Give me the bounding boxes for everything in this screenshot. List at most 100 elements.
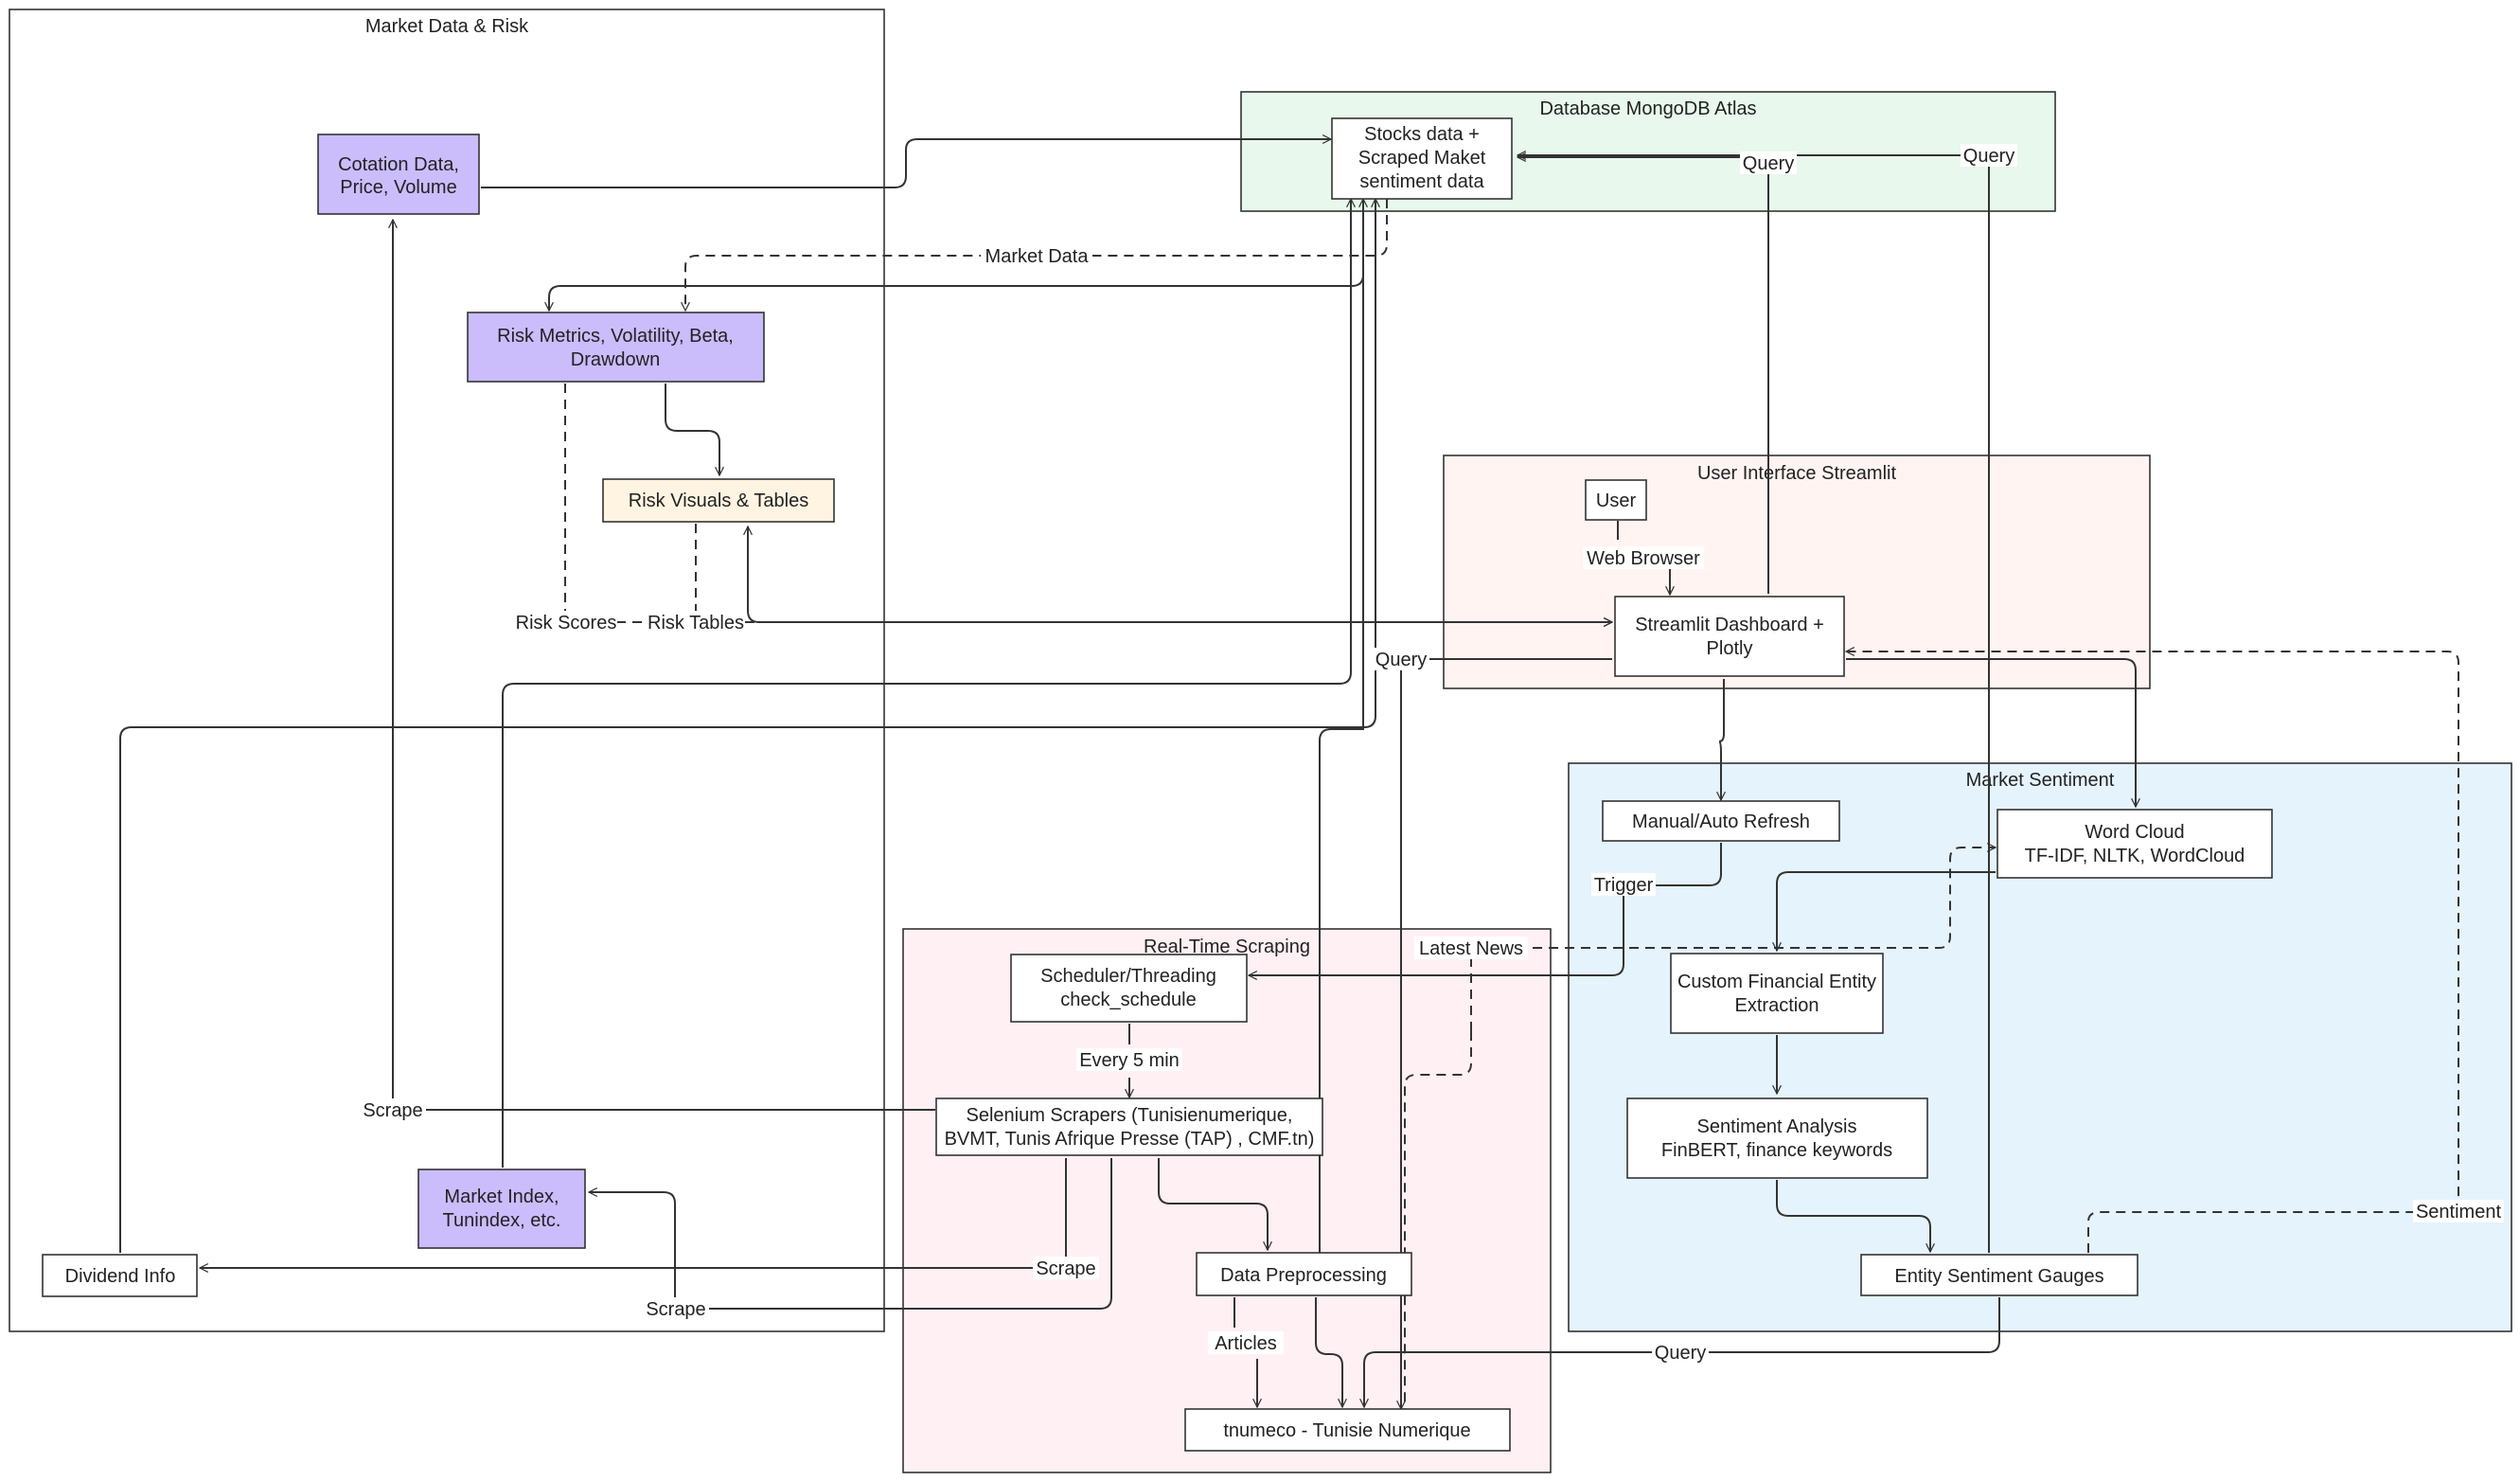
node-label-tnumeco: tnumeco - Tunisie Numerique <box>1223 1420 1470 1441</box>
edge-cotation-to-db <box>481 139 1331 188</box>
node-label-scheduler-2: check_schedule <box>1060 990 1196 1010</box>
node-label-stocks-db-1: Stocks data + <box>1364 124 1480 145</box>
svg-text:Query: Query <box>1655 1343 1706 1364</box>
edge-label-scrape-dividend: Scrape <box>1033 1257 1099 1279</box>
node-dividend-info[interactable]: Dividend Info <box>42 1254 198 1297</box>
nodes: Cotation Data, Price, Volume Risk Metric… <box>42 117 2273 1452</box>
node-label-stocks-db-3: sentiment data <box>1359 171 1484 192</box>
svg-text:Query: Query <box>1375 650 1427 670</box>
node-label-sentiment-2: FinBERT, finance keywords <box>1661 1140 1892 1161</box>
cluster-label-scraping: Real-Time Scraping <box>1144 937 1310 957</box>
edge-label-query-gauges-tnumeco: Query <box>1652 1341 1709 1364</box>
node-word-cloud[interactable]: Word Cloud TF-IDF, NLTK, WordCloud <box>1996 809 2273 879</box>
cluster-label-database: Database MongoDB Atlas <box>1539 98 1756 119</box>
edge-preprocessing-to-db <box>1319 199 1363 1253</box>
node-label-refresh: Manual/Auto Refresh <box>1632 812 1810 832</box>
svg-text:Latest News: Latest News <box>1419 938 1523 959</box>
node-label-scrapers-1: Selenium Scrapers (Tunisienumerique, <box>967 1105 1293 1126</box>
svg-text:Scrape: Scrape <box>363 1100 422 1121</box>
svg-text:Web Browser: Web Browser <box>1587 548 1700 569</box>
edge-label-query-gauges-db: Query <box>1961 144 2017 167</box>
node-label-market-index-2: Tunindex, etc. <box>443 1210 561 1231</box>
node-label-entity-2: Extraction <box>1735 995 1819 1016</box>
edge-user-to-dashboard <box>1617 521 1670 595</box>
edge-label-every-5-min: Every 5 min <box>1076 1048 1182 1071</box>
node-label-scrapers-2: BVMT, Tunis Afrique Presse (TAP) , CMF.t… <box>945 1129 1315 1150</box>
node-risk-metrics[interactable]: Risk Metrics, Volatility, Beta, Drawdown <box>467 312 765 383</box>
svg-text:Query: Query <box>1963 146 2014 167</box>
svg-text:Query: Query <box>1743 153 1794 174</box>
cluster-market-data-risk: Market Data & Risk <box>9 9 885 1332</box>
edge-label-query-dashboard-db: Query <box>1740 152 1797 174</box>
node-label-sentiment-1: Sentiment Analysis <box>1697 1116 1857 1137</box>
edge-label-scrape-market-index: Scrape <box>643 1297 709 1320</box>
edge-label-scrape-cotation: Scrape <box>360 1098 426 1121</box>
edge-dashboard-to-wordcloud <box>1846 658 2136 807</box>
node-label-wordcloud-1: Word Cloud <box>2085 822 2184 843</box>
edge-label-risk-scores: Risk Scores <box>515 611 617 633</box>
edge-label-query-dashboard-tnumeco: Query <box>1373 648 1429 670</box>
node-label-user: User <box>1596 491 1637 511</box>
svg-text:Sentiment: Sentiment <box>2416 1202 2501 1222</box>
node-tnumeco[interactable]: tnumeco - Tunisie Numerique <box>1184 1408 1511 1452</box>
node-label-risk-visuals: Risk Visuals & Tables <box>629 491 808 511</box>
edge-preprocessing-to-tnumeco <box>1315 1297 1342 1407</box>
svg-text:Risk Tables: Risk Tables <box>648 613 744 633</box>
edge-scrapers-to-preprocessing <box>1158 1158 1268 1250</box>
edge-label-market-data: Market Data <box>981 244 1092 267</box>
node-label-dashboard-2: Plotly <box>1707 638 1753 659</box>
edge-wordcloud-to-entity <box>1777 871 1996 951</box>
edge-market-index-to-db <box>502 199 1351 1168</box>
node-data-preprocessing[interactable]: Data Preprocessing <box>1196 1252 1412 1296</box>
edge-label-articles: Articles <box>1208 1331 1284 1354</box>
node-label-dividend: Dividend Info <box>65 1266 176 1287</box>
node-user[interactable]: User <box>1585 479 1647 521</box>
node-entity-gauges[interactable]: Entity Sentiment Gauges <box>1860 1254 2138 1296</box>
svg-text:Risk Scores: Risk Scores <box>516 613 617 633</box>
svg-text:Scrape: Scrape <box>1036 1258 1095 1279</box>
node-cotation-data[interactable]: Cotation Data, Price, Volume <box>317 134 480 215</box>
svg-text:Every 5 min: Every 5 min <box>1079 1050 1180 1071</box>
node-label-risk-metrics-2: Drawdown <box>571 349 660 370</box>
node-risk-visuals[interactable]: Risk Visuals & Tables <box>602 478 835 523</box>
node-market-index[interactable]: Market Index, Tunindex, etc. <box>417 1169 586 1249</box>
node-sentiment-analysis[interactable]: Sentiment Analysis FinBERT, finance keyw… <box>1626 1097 1928 1179</box>
node-label-dashboard-1: Streamlit Dashboard + <box>1635 615 1824 635</box>
svg-text:Scrape: Scrape <box>646 1299 705 1320</box>
node-label-risk-metrics-1: Risk Metrics, Volatility, Beta, <box>497 326 734 347</box>
edge-label-web-browser: Web Browser <box>1583 546 1704 569</box>
cluster-label-sentiment: Market Sentiment <box>1966 770 2115 791</box>
node-dashboard[interactable]: Streamlit Dashboard + Plotly <box>1614 596 1845 677</box>
node-label-stocks-db-2: Scraped Maket <box>1358 148 1486 169</box>
edge-label-trigger: Trigger <box>1591 873 1656 896</box>
edge-label-latest-news: Latest News <box>1414 937 1528 959</box>
node-label-entity-1: Custom Financial Entity <box>1677 972 1876 992</box>
svg-text:Trigger: Trigger <box>1594 875 1654 896</box>
node-label-gauges: Entity Sentiment Gauges <box>1894 1266 2103 1287</box>
edge-dashboard-to-visuals <box>748 526 1612 622</box>
svg-text:Articles: Articles <box>1215 1333 1277 1354</box>
node-scheduler[interactable]: Scheduler/Threading check_schedule <box>1010 954 1248 1023</box>
edge-labels: Market Data Query Query Query Query Web … <box>360 144 2504 1364</box>
svg-text:Market Data: Market Data <box>985 246 1090 267</box>
node-label-market-index-1: Market Index, <box>444 1187 559 1207</box>
node-manual-auto-refresh[interactable]: Manual/Auto Refresh <box>1602 800 1840 842</box>
edge-risk-metrics-to-visuals <box>665 384 719 475</box>
edge-sentiment-to-gauges <box>1776 1180 1930 1252</box>
edge-label-risk-tables: Risk Tables <box>647 611 745 633</box>
node-label-cotation-2: Price, Volume <box>340 177 456 198</box>
cluster-label-market-data-risk: Market Data & Risk <box>365 16 529 37</box>
cluster-label-ui: User Interface Streamlit <box>1697 463 1897 484</box>
node-entity-extraction[interactable]: Custom Financial Entity Extraction <box>1670 953 1884 1034</box>
node-label-wordcloud-2: TF-IDF, NLTK, WordCloud <box>2025 846 2245 866</box>
node-stocks-db[interactable]: Stocks data + Scraped Maket sentiment da… <box>1331 117 1513 200</box>
edge-latest-news-to-wordcloud <box>1404 848 1996 1409</box>
node-label-scheduler-1: Scheduler/Threading <box>1040 966 1216 987</box>
node-label-preprocessing: Data Preprocessing <box>1220 1265 1387 1286</box>
node-selenium-scrapers[interactable]: Selenium Scrapers (Tunisienumerique, BVM… <box>935 1097 1323 1156</box>
node-label-cotation-1: Cotation Data, <box>338 154 459 175</box>
edge-label-sentiment: Sentiment <box>2413 1200 2504 1222</box>
edge-dashboard-to-refresh <box>1719 679 1724 800</box>
edge-preprocessing-articles-tnumeco <box>1233 1297 1257 1407</box>
